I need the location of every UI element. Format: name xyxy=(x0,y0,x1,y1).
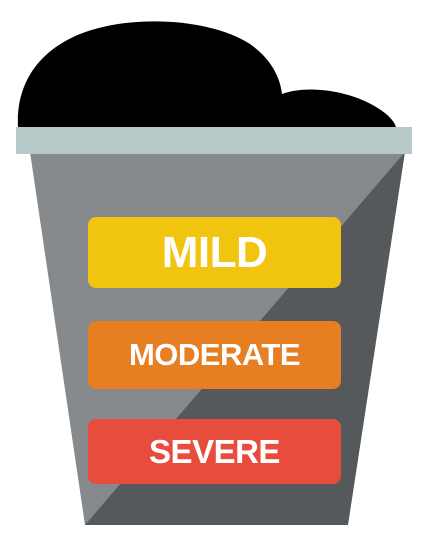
level-badge-severe: SEVERE xyxy=(88,419,341,484)
level-badge-moderate: MODERATE xyxy=(88,321,341,389)
level-badge-mild: MILD xyxy=(88,217,341,288)
bucket-contents xyxy=(17,21,396,127)
bucket-rim xyxy=(16,127,412,154)
